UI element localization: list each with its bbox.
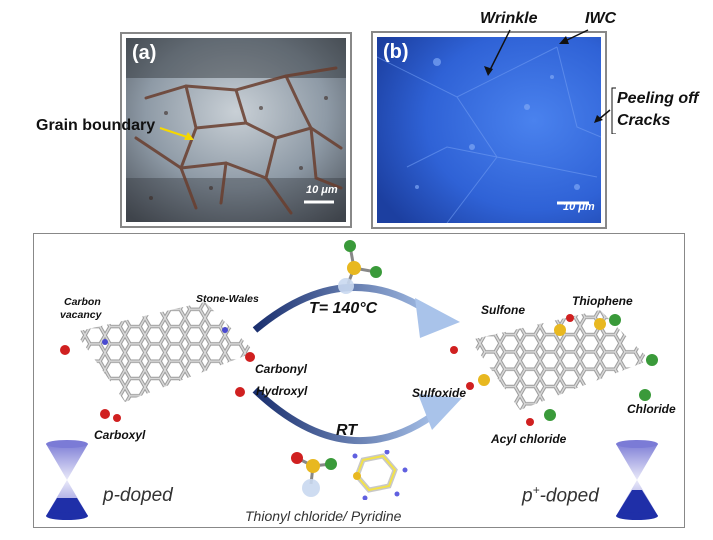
panel-a-micrograph bbox=[126, 38, 346, 222]
acyl-chloride-label: Acyl chloride bbox=[491, 432, 567, 446]
cracks-label: Cracks bbox=[617, 112, 671, 129]
panel-b-scale-label: 10 μm bbox=[563, 201, 595, 213]
panel-a-scale-label: 10 μm bbox=[306, 184, 338, 196]
pristine-graphene-sheet bbox=[60, 302, 255, 422]
condition-bottom: RT bbox=[336, 422, 358, 439]
thiophene-label: Thiophene bbox=[572, 294, 633, 308]
panel-b-label: (b) bbox=[383, 41, 409, 63]
panel-b-frame: (b) 10 μm bbox=[371, 31, 607, 229]
carboxyl-label: Carboxyl bbox=[94, 428, 146, 442]
grain-boundary-arrow bbox=[159, 127, 194, 140]
thionyl-chloride-molecule-bottom bbox=[291, 452, 337, 497]
grain-boundary-label: Grain boundary bbox=[36, 117, 156, 134]
dirac-cone-left bbox=[46, 440, 88, 520]
panel-a-frame: (a) 10 μm bbox=[120, 32, 352, 228]
right-doping-sup: + bbox=[532, 483, 540, 497]
right-doping-base: p bbox=[522, 485, 533, 507]
panel-b-annotation-arrows bbox=[484, 29, 616, 134]
thionyl-chloride-molecule-top bbox=[338, 240, 382, 294]
hydroxyl-label: Hydroxyl bbox=[256, 384, 308, 398]
left-doping-label: p-doped bbox=[103, 485, 173, 506]
sulfoxide-label: Sulfoxide bbox=[412, 386, 467, 400]
dirac-cone-right bbox=[616, 440, 658, 520]
stone-wales-label: Stone-Wales bbox=[196, 293, 259, 305]
condition-top: T= 140°C bbox=[309, 300, 378, 317]
pyridine-molecule bbox=[352, 450, 408, 500]
reagents-label: Thionyl chloride/ Pyridine bbox=[245, 508, 402, 524]
chloride-label: Chloride bbox=[627, 402, 676, 416]
iwc-label: IWC bbox=[585, 10, 617, 27]
panel-b-micrograph bbox=[377, 37, 601, 223]
wrinkle-label: Wrinkle bbox=[480, 10, 538, 27]
carbonyl-label: Carbonyl bbox=[255, 362, 308, 376]
carbon-vacancy-label-line1: Carbon bbox=[64, 296, 101, 308]
sulfone-label: Sulfone bbox=[481, 303, 525, 317]
right-doping-rest: -doped bbox=[539, 485, 599, 507]
right-doping-label: p+-doped bbox=[522, 483, 599, 507]
peeling-off-label: Peeling off bbox=[617, 90, 699, 107]
functionalized-graphene-sheet bbox=[450, 310, 658, 426]
panel-a-label: (a) bbox=[132, 42, 157, 64]
carbon-vacancy-label-line2: vacancy bbox=[60, 309, 102, 321]
